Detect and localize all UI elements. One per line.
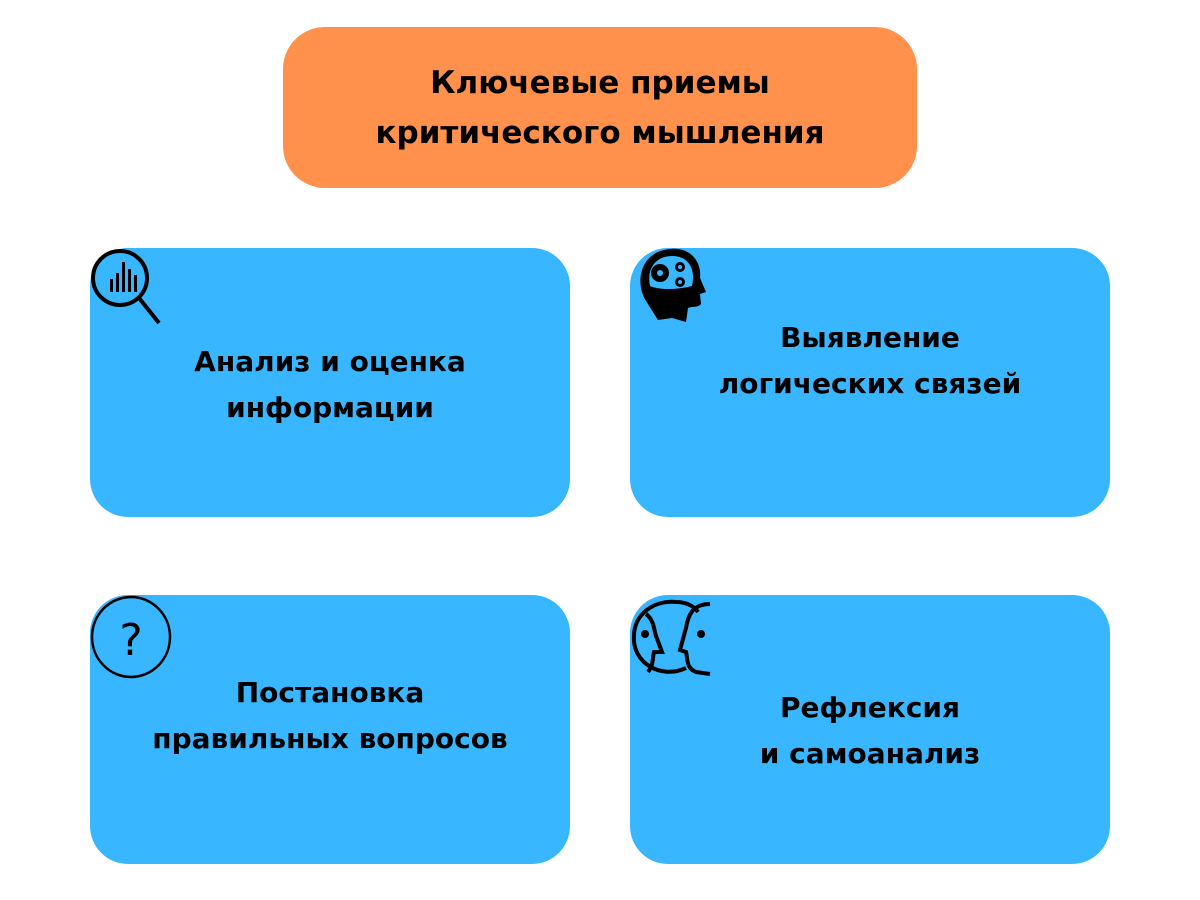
card-line-2: логических связей xyxy=(718,367,1022,400)
card-analysis: Анализ и оценка информации xyxy=(90,248,570,517)
svg-text:?: ? xyxy=(119,615,142,666)
magnifier-chart-icon xyxy=(91,249,161,325)
card-line-1: Выявление xyxy=(780,321,960,354)
title-box: Ключевые приемы критического мышления xyxy=(283,27,917,188)
card-reflection: Рефлексия и самоанализ xyxy=(630,595,1110,864)
card-line-2: и самоанализ xyxy=(759,737,981,770)
card-logic: Выявление логических связей xyxy=(630,248,1110,517)
question-circle-icon: ? xyxy=(90,595,172,679)
card-line-1: Анализ и оценка xyxy=(194,345,466,378)
card-line-2: информации xyxy=(226,391,434,424)
title-line-2: критического мышления xyxy=(375,114,825,151)
card-line-1: Постановка xyxy=(235,676,425,709)
card-line-1: Рефлексия xyxy=(780,691,960,724)
card-line-2: правильных вопросов xyxy=(152,722,508,755)
title-line-1: Ключевые приемы xyxy=(430,64,770,101)
head-gears-icon xyxy=(640,248,706,322)
two-faces-icon xyxy=(631,599,711,676)
